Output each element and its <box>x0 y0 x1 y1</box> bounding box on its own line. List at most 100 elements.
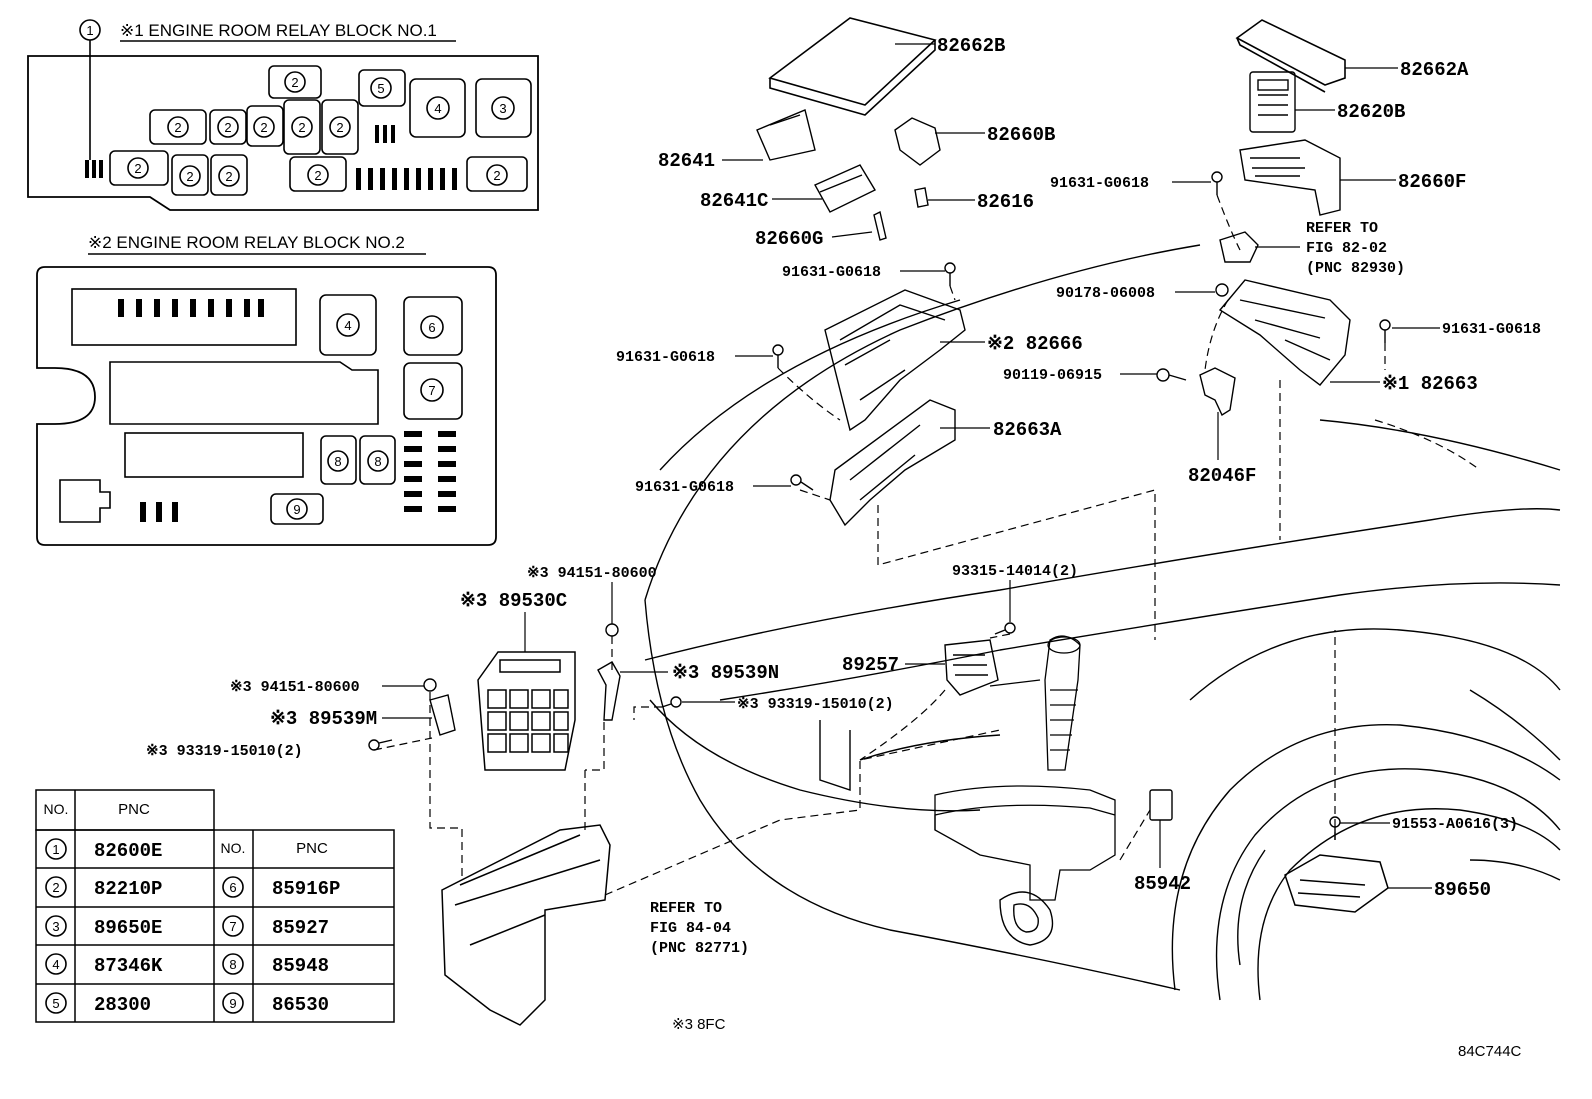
part-82662B-cover <box>768 17 937 116</box>
figure-code: 84C744C <box>1458 1043 1522 1060</box>
label-90178: 90178-06008 <box>1056 285 1155 302</box>
part-82666-bracket <box>824 289 966 432</box>
pnc-table <box>35 789 395 1023</box>
relay-block-2-outline <box>36 266 497 546</box>
label-refer-84-04-l2: FIG 84-04 <box>650 920 731 937</box>
label-89257: 89257 <box>842 654 899 676</box>
table-head-pnc-right: PNC <box>296 840 328 857</box>
part-82930-connector <box>1219 231 1259 263</box>
relay-block-2: ※2 ENGINE ROOM RELAY BLOCK NO.2 4 6 7 8 … <box>36 233 497 546</box>
label-91631-d: 91631-G0618 <box>616 349 715 366</box>
label-85942: 85942 <box>1134 873 1191 895</box>
label-note-8fc: ※3 8FC <box>672 1016 726 1033</box>
label-82660G: 82660G <box>755 228 823 250</box>
table-head-no-left: NO. <box>44 801 69 817</box>
part-82662A-cover <box>1235 19 1346 93</box>
part-82771-bracket <box>441 824 611 1026</box>
svg-text:9: 9 <box>293 502 300 517</box>
label-82046F: 82046F <box>1188 465 1256 487</box>
label-82662B: 82662B <box>937 35 1005 57</box>
table-row-no: 2 <box>52 880 59 895</box>
callout-1-label: 1 <box>86 23 93 38</box>
table-row-no: 5 <box>52 996 59 1011</box>
table-row-no: 1 <box>52 842 59 857</box>
part-82660B-connector <box>894 117 941 166</box>
part-85942-relay <box>1149 789 1173 821</box>
part-82046F-bracket <box>1199 367 1236 417</box>
label-89539N: ※3 89539N <box>672 662 779 684</box>
label-82641C: 82641C <box>700 190 768 212</box>
label-91631-b: 91631-G0618 <box>782 264 881 281</box>
svg-text:8: 8 <box>334 454 341 469</box>
assembly-lines <box>373 194 1481 896</box>
relay-block-1-fuses <box>85 125 457 190</box>
relay-block-1-outline <box>27 55 539 211</box>
svg-text:8: 8 <box>374 454 381 469</box>
table-row-no: 6 <box>229 880 236 895</box>
label-89650: 89650 <box>1434 879 1491 901</box>
relay-block-2-title: ※2 ENGINE ROOM RELAY BLOCK NO.2 <box>88 233 405 252</box>
label-91631-a: 91631-G0618 <box>1050 175 1149 192</box>
relay-block-1: ※1 ENGINE ROOM RELAY BLOCK NO.1 1 2 5 4 … <box>27 19 539 211</box>
table-row-pnc: 85916P <box>272 878 340 900</box>
table-row-pnc: 85927 <box>272 917 329 939</box>
part-82663-bracket <box>1218 279 1351 386</box>
svg-text:2: 2 <box>174 120 181 135</box>
table-row-pnc: 82210P <box>94 878 162 900</box>
label-93319-a: ※3 93319-15010(2) <box>737 696 894 713</box>
svg-text:7: 7 <box>428 383 435 398</box>
table-row-pnc: 85948 <box>272 955 329 977</box>
part-labels: 82662B 82662A 82620B 82660B 82641 82660F… <box>146 35 1541 1060</box>
part-82663A-bracket <box>829 399 956 527</box>
svg-text:2: 2 <box>224 120 231 135</box>
part-89650-module <box>1284 854 1389 913</box>
part-82616-terminal <box>914 187 929 208</box>
label-refer-82-02-l1: REFER TO <box>1306 220 1378 237</box>
table-row-pnc: 86530 <box>272 994 329 1016</box>
relay-block-2-fuses <box>118 299 456 522</box>
table-row-pnc: 28300 <box>94 994 151 1016</box>
table-head-no-right: NO. <box>221 840 246 856</box>
label-82641: 82641 <box>658 150 715 172</box>
svg-text:2: 2 <box>134 161 141 176</box>
table-row-no: 8 <box>229 957 236 972</box>
pnc-table-left-rows <box>45 838 244 1014</box>
svg-text:2: 2 <box>314 168 321 183</box>
label-82666: ※2 82666 <box>987 333 1083 355</box>
table-row-pnc: 89650E <box>94 917 162 939</box>
svg-text:2: 2 <box>260 120 267 135</box>
part-89539N-bracket <box>597 661 621 721</box>
part-89539M-bracket <box>429 694 456 736</box>
label-refer-82-02-l3: (PNC 82930) <box>1306 260 1405 277</box>
label-89530C: ※3 89530C <box>460 590 567 612</box>
svg-text:2: 2 <box>298 120 305 135</box>
label-94151-a: ※3 94151-80600 <box>527 565 657 582</box>
relay-block-1-title: ※1 ENGINE ROOM RELAY BLOCK NO.1 <box>120 21 437 40</box>
label-82620B: 82620B <box>1337 101 1405 123</box>
label-82616: 82616 <box>977 191 1034 213</box>
svg-text:4: 4 <box>344 318 351 333</box>
part-82660G-terminal <box>873 210 887 241</box>
washer-tank <box>934 635 1116 901</box>
part-82641-relay <box>756 109 816 161</box>
label-82663: ※1 82663 <box>1382 373 1478 395</box>
svg-text:2: 2 <box>493 168 500 183</box>
svg-text:2: 2 <box>336 120 343 135</box>
label-91553: 91553-A0616(3) <box>1392 816 1518 833</box>
svg-text:5: 5 <box>377 81 384 96</box>
svg-text:2: 2 <box>225 169 232 184</box>
label-91631-e: 91631-G0618 <box>635 479 734 496</box>
part-89530C-ecu <box>477 651 576 771</box>
label-93319-b: ※3 93319-15010(2) <box>146 743 303 760</box>
part-82660F-block <box>1239 139 1341 216</box>
label-93315: 93315-14014(2) <box>952 563 1078 580</box>
svg-text:6: 6 <box>428 320 435 335</box>
label-90119: 90119-06915 <box>1003 367 1102 384</box>
table-row-no: 3 <box>52 919 59 934</box>
label-82662A: 82662A <box>1400 59 1469 81</box>
part-82620B-module <box>1249 71 1296 133</box>
label-82663A: 82663A <box>993 419 1062 441</box>
svg-text:4: 4 <box>434 101 441 116</box>
pnc-table-text: NO. PNC NO. PNC <box>44 801 328 857</box>
